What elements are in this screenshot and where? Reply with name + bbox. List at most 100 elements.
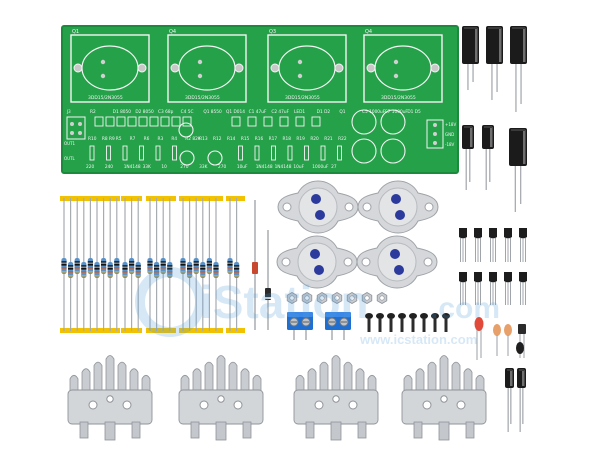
to92-transistor <box>474 228 482 262</box>
silk-label: C2 47uF <box>271 109 289 115</box>
silk-label: 1N4148 <box>275 164 292 170</box>
resistor-footprint <box>89 145 95 161</box>
small-footprint <box>105 116 115 127</box>
silk-label: 220 <box>86 164 94 170</box>
silk-label: 33K <box>199 164 207 170</box>
resistor-footprint <box>271 145 276 161</box>
pcb-board: Q1 3DD15/2N3055 Q4 3DD15/2N3055 Q3 3DD15… <box>61 25 459 174</box>
silk-label: R16 <box>255 136 264 142</box>
plus18v-label: +18V <box>445 122 456 127</box>
resistor-footprint <box>304 145 309 161</box>
silk-label: R2 <box>90 109 96 115</box>
terminal-blocks <box>287 312 351 340</box>
silk-label: R15 <box>241 136 250 142</box>
small-footprint <box>247 116 257 127</box>
electrolytic-capacitor <box>486 26 503 100</box>
resistor-footprint <box>320 145 326 161</box>
silk-label: R5 <box>116 136 122 142</box>
small-footprint <box>295 116 305 127</box>
to92-transistor <box>489 228 497 262</box>
electrolytic-capacitors <box>462 26 527 432</box>
silk-label: D1 D5 <box>407 109 421 115</box>
terminal-block-1 <box>287 312 313 340</box>
small-footprint <box>263 116 273 127</box>
nut <box>376 292 388 304</box>
minus18v-label: -18V <box>445 142 455 147</box>
footprint-q1: Q1 3DD15/2N3055 <box>70 29 150 103</box>
silk-label: R4 <box>171 136 177 142</box>
resistor <box>147 198 153 331</box>
silk-label: C7 1000uF <box>385 109 409 115</box>
resistor <box>94 198 100 331</box>
nut <box>331 292 343 304</box>
terminal-block-2 <box>325 312 351 340</box>
silk-label: Q1 8550 <box>203 109 222 115</box>
resistor <box>193 198 199 331</box>
watermark: iStation .com www.icstation.com <box>135 267 500 347</box>
silk-label: D1 8050 <box>113 109 132 115</box>
resistor <box>167 198 173 331</box>
watermark-url: www.icstation.com <box>359 332 477 347</box>
silk-label: R12 <box>213 136 222 142</box>
footprint-q3: Q3 3DD15/2N3055 <box>267 29 347 103</box>
resistor <box>154 198 160 331</box>
resistor <box>135 198 141 331</box>
tape-bottom <box>226 328 245 333</box>
nut <box>301 292 313 304</box>
silk-label: R21 <box>324 136 333 142</box>
small-footprint <box>231 116 241 127</box>
silk-label: Q1 D014 <box>226 109 245 115</box>
to92-transistor <box>489 272 497 305</box>
silk-label: 270 <box>218 164 226 170</box>
outl-label: OUTL <box>64 156 76 161</box>
q4b-pad-label: 3DD15/2N3055 <box>381 95 416 101</box>
q4-pad-label: 3DD15/2N3055 <box>185 95 220 101</box>
silk-label: 270 <box>180 164 188 170</box>
q3-label: Q3 <box>269 29 276 35</box>
to92-transistor <box>504 228 512 262</box>
silk-label: C3 68p <box>158 109 174 115</box>
nut <box>286 292 298 304</box>
watermark-brand: iStation <box>200 276 369 328</box>
resistor-footprint <box>122 145 128 161</box>
electrolytic-capacitor <box>510 26 527 112</box>
resistor <box>180 198 186 331</box>
resistor-footprint <box>287 145 293 161</box>
footprint-q4: Q4 3DD15/2N3055 <box>167 29 247 103</box>
pcb-input-connector: J3 OUT1 OUTL <box>64 109 86 161</box>
small-footprint <box>279 116 289 127</box>
screw <box>409 313 417 332</box>
to92-transistor <box>474 272 482 305</box>
resistor <box>213 198 219 331</box>
tape-bottom <box>146 328 176 333</box>
resistor <box>87 198 93 331</box>
q1-label: Q1 <box>72 29 79 35</box>
resistor <box>122 198 128 331</box>
silk-label: 1N4148 <box>124 164 141 170</box>
tape-top <box>146 196 176 201</box>
screw <box>365 313 373 332</box>
heatsink <box>178 355 264 441</box>
q3-pad-label: 3DD15/2N3055 <box>285 95 320 101</box>
electrolytic-capacitor <box>517 368 526 432</box>
j3-label: J3 <box>66 109 71 114</box>
resistor <box>61 198 67 331</box>
electrolytic-capacitor <box>462 26 479 90</box>
to92-transistor <box>519 228 527 262</box>
silk-label: 33K <box>143 164 151 170</box>
q4-label: Q4 <box>169 29 176 35</box>
small-footprint <box>127 116 137 127</box>
resistor-footprint <box>139 145 144 161</box>
silk-label: 10 <box>161 164 167 170</box>
screw <box>387 313 395 332</box>
to3-transistor <box>277 180 359 234</box>
small-footprint <box>94 116 104 127</box>
small-footprint <box>149 116 159 127</box>
silk-label: 10uF <box>293 164 304 170</box>
silk-label: 1000uF <box>312 164 329 170</box>
electrolytic-capacitor <box>509 128 527 212</box>
resistor <box>74 198 80 331</box>
heatsink <box>401 355 487 441</box>
resistor <box>234 198 240 331</box>
silk-label: 240 <box>105 164 113 170</box>
